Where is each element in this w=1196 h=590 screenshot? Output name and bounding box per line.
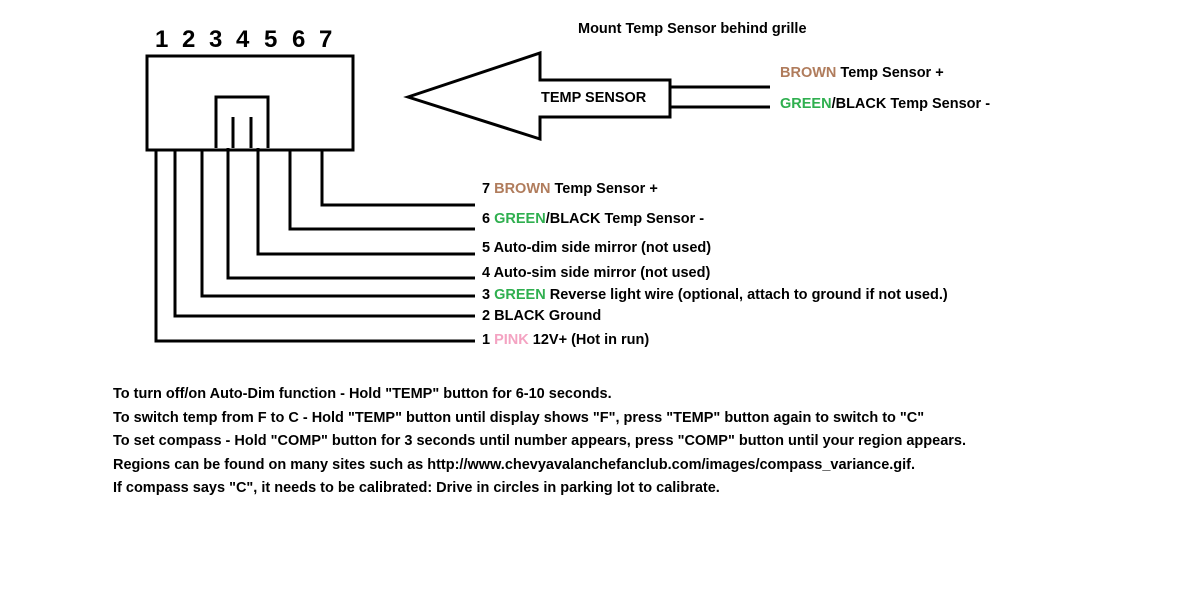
pin-label-3: 3 GREEN Reverse light wire (optional, at… <box>482 287 948 303</box>
pin-number: 2 <box>182 26 196 53</box>
wire-pin-4 <box>226 148 475 280</box>
pin-number: 3 <box>209 26 223 53</box>
instruction-line: To set compass - Hold "COMP" button for … <box>113 433 967 449</box>
pin-number: 1 <box>155 26 169 53</box>
pin-number: 6 <box>292 26 306 53</box>
pin-label-2: 2 BLACK Ground <box>482 308 602 324</box>
pin-label-4: 4 Auto-sim side mirror (not used) <box>482 265 711 281</box>
wire-pin-5 <box>256 148 475 256</box>
wire-pin-3 <box>200 150 475 298</box>
instruction-line: Regions can be found on many sites such … <box>113 456 916 473</box>
pin-label-5: 5 Auto-dim side mirror (not used) <box>482 240 712 256</box>
instruction-line: If compass says "C", it needs to be cali… <box>113 480 720 496</box>
pin-label-1: 1 PINK 12V+ (Hot in run) <box>482 332 650 348</box>
wire-pin-2 <box>173 150 475 318</box>
wire-pin-1 <box>154 150 475 343</box>
connector-key <box>214 95 270 148</box>
wire-pin-6 <box>288 150 475 231</box>
pin-number: 5 <box>264 26 278 53</box>
pin-label-7: 7 BROWN Temp Sensor + <box>482 181 658 197</box>
temp-sensor-arrow <box>403 50 672 142</box>
instruction-line: To turn off/on Auto-Dim function - Hold … <box>113 386 612 402</box>
instructions: To turn off/on Auto-Dim function - Hold … <box>113 383 966 501</box>
connector-body <box>145 54 355 152</box>
pin-number: 4 <box>236 26 250 53</box>
pin-label-6: 6 GREEN/BLACK Temp Sensor - <box>482 211 705 227</box>
wire-pin-7 <box>320 150 475 207</box>
sensor-wire-label: GREEN/BLACK Temp Sensor - <box>780 96 991 112</box>
temp-sensor-label: TEMP SENSOR <box>541 90 647 106</box>
instruction-line: To switch temp from F to C - Hold "TEMP"… <box>113 409 925 426</box>
sensor-wire-label: BROWN Temp Sensor + <box>780 65 944 81</box>
page-title: Mount Temp Sensor behind grille <box>578 21 807 37</box>
pin-number: 7 <box>319 26 333 53</box>
